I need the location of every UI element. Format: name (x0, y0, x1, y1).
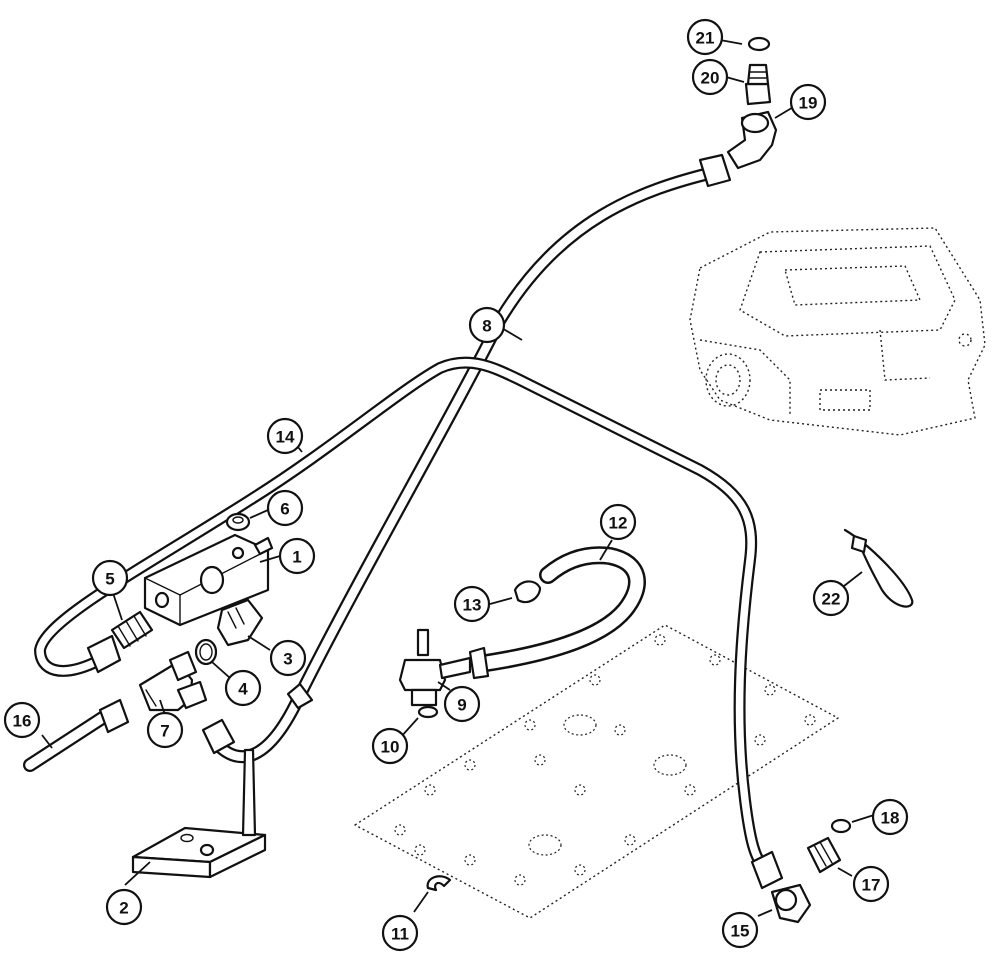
callout-number: 18 (881, 809, 900, 828)
callout-number: 5 (105, 570, 114, 589)
callout-circle (721, 911, 759, 949)
clip-11 (426, 875, 452, 892)
callout-circle (3, 701, 41, 739)
callout-circle (852, 865, 890, 903)
tube-16 (23, 698, 130, 772)
elbow-15 (770, 883, 812, 924)
callout-number: 7 (160, 722, 169, 741)
callout-number: 14 (276, 428, 295, 447)
callout-circle (691, 58, 729, 96)
callout-number: 1 (292, 548, 301, 567)
callout-number: 12 (609, 514, 628, 533)
tee-7 (138, 650, 208, 712)
fitting-17 (806, 836, 842, 874)
o-ring-4 (194, 638, 218, 666)
o-ring-18 (830, 818, 852, 834)
callout-number: 3 (283, 650, 292, 669)
adapter-20 (744, 63, 772, 106)
callout-circle (812, 579, 850, 617)
tube-14 (34, 356, 784, 890)
callout-number: 9 (457, 696, 466, 715)
callout-18: 18 (871, 798, 909, 836)
callout-number: 13 (463, 596, 482, 615)
callout-number: 19 (799, 94, 818, 113)
o-ring-4-inner (199, 643, 213, 661)
callout-circle (453, 585, 491, 623)
callout-circle (599, 503, 637, 541)
callout-number: 16 (13, 712, 32, 731)
callout-circle (146, 711, 184, 749)
housing-outline (689, 227, 986, 436)
callout-2: 2 (105, 888, 143, 926)
elbow-19 (726, 110, 778, 170)
clamps-13 (468, 580, 542, 680)
callout-22: 22 (812, 579, 850, 617)
elbow-3 (216, 598, 264, 647)
callout-circle (789, 83, 827, 121)
callout-number: 6 (280, 500, 289, 519)
plug-6 (225, 512, 251, 532)
callout-number: 20 (701, 69, 720, 88)
callout-number: 17 (862, 876, 881, 895)
callout-circle (266, 417, 304, 455)
callout-circle (371, 727, 409, 765)
leader-lines (41, 39, 875, 917)
callout-number: 21 (696, 29, 715, 48)
callout-number: 8 (482, 317, 491, 336)
callout-1: 1 (278, 537, 316, 575)
callout-11: 11 (381, 914, 419, 952)
cover-plate-outline (354, 624, 839, 919)
callout-number: 11 (391, 925, 409, 944)
callout-15: 15 (721, 911, 759, 949)
o-ring-21 (747, 36, 771, 52)
callout-circle (278, 537, 316, 575)
valve-9 (398, 628, 472, 707)
callout-8: 8 (468, 306, 506, 344)
callout-circle (269, 639, 307, 677)
callout-9: 9 (443, 685, 481, 723)
callout-19: 19 (789, 83, 827, 121)
callout-circle (468, 306, 506, 344)
callout-circle (266, 489, 304, 527)
callout-circle (224, 669, 262, 707)
callout-5: 5 (91, 559, 129, 597)
callout-13: 13 (453, 585, 491, 623)
callout-17: 17 (852, 865, 890, 903)
callout-circle (105, 888, 143, 926)
callout-circle (381, 914, 419, 952)
callout-circle (443, 685, 481, 723)
callout-number: 2 (119, 899, 128, 918)
callout-number: 4 (238, 680, 248, 699)
callout-10: 10 (371, 727, 409, 765)
callout-7: 7 (146, 711, 184, 749)
callout-6: 6 (266, 489, 304, 527)
o-ring-10 (417, 705, 439, 719)
callout-circle (686, 18, 724, 56)
hose-8 (201, 153, 732, 764)
manifold-block (143, 533, 274, 627)
callout-12: 12 (599, 503, 637, 541)
callout-number: 10 (381, 738, 400, 757)
callout-4: 4 (224, 669, 262, 707)
callout-14: 14 (266, 417, 304, 455)
callout-number: 22 (822, 590, 841, 609)
callout-16: 16 (3, 701, 41, 739)
callout-3: 3 (269, 639, 307, 677)
callout-number: 15 (731, 922, 750, 941)
callout-circle (871, 798, 909, 836)
fitting-5 (110, 610, 154, 650)
hose-12 (471, 546, 646, 673)
bracket-2 (131, 748, 267, 879)
callout-21: 21 (686, 18, 724, 56)
callout-20: 20 (691, 58, 729, 96)
callout-circle (91, 559, 129, 597)
cable-tie-22 (843, 528, 914, 608)
